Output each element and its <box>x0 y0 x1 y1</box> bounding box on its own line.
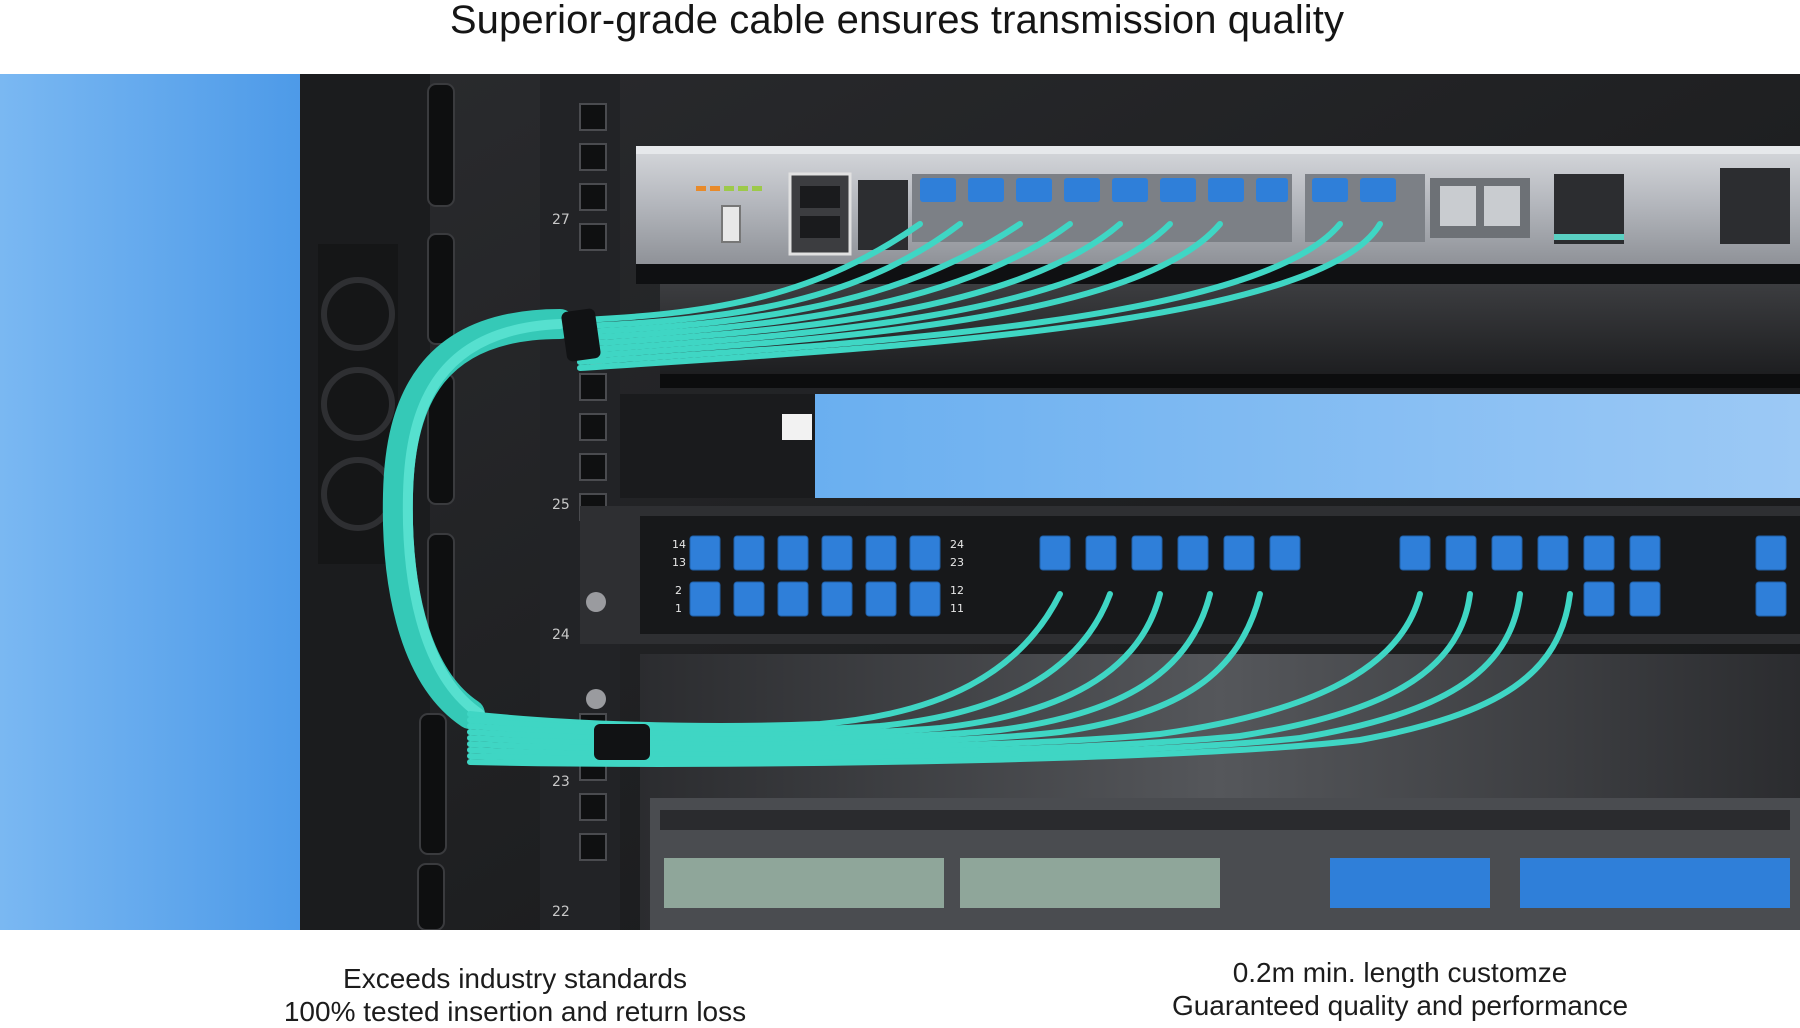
rack-unit-label: 23 <box>552 774 570 790</box>
port-label: 2 <box>675 584 682 597</box>
headline: Superior-grade cable ensures transmissio… <box>0 0 1800 40</box>
caption-right-line1: 0.2m min. length customze <box>1232 957 1568 988</box>
product-photo: 27 25 24 23 22 <box>0 74 1800 930</box>
caption-left: Exceeds industry standards 100% tested i… <box>240 962 790 1028</box>
port-label: 12 <box>950 584 964 597</box>
rack-photo-illustration: 27 25 24 23 22 <box>0 74 1800 930</box>
port-label: 24 <box>950 538 964 551</box>
headline-text: Superior-grade cable ensures transmissio… <box>449 0 1345 42</box>
port-label: 11 <box>950 602 964 615</box>
port-label: 14 <box>672 538 686 551</box>
port-label: 23 <box>950 556 964 569</box>
rack-unit-label: 22 <box>552 904 570 920</box>
caption-left-line2: 100% tested insertion and return loss <box>283 996 747 1027</box>
caption-right: 0.2m min. length customze Guaranteed qua… <box>1090 956 1710 1022</box>
caption-right-line2: Guaranteed quality and performance <box>1171 990 1629 1021</box>
rack-unit-label: 24 <box>552 627 570 643</box>
rack-unit-label: 25 <box>552 497 570 513</box>
caption-left-line1: Exceeds industry standards <box>343 963 687 994</box>
port-label: 1 <box>675 602 682 615</box>
port-label: 13 <box>672 556 686 569</box>
rack-unit-label: 27 <box>552 212 570 228</box>
